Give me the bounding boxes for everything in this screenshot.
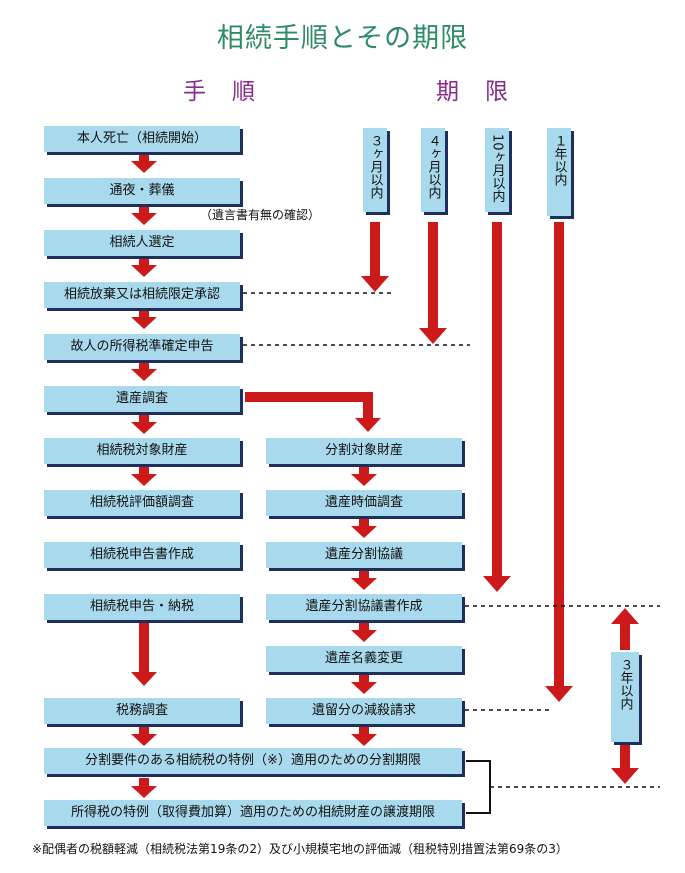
deadline-10-months: 10ヶ月以内 bbox=[485, 128, 509, 212]
arrow-down bbox=[131, 466, 157, 486]
step-transfer-deadline: 所得税の特例（取得費加算）適用のための相続財産の譲渡期限 bbox=[44, 800, 462, 826]
page-title: 相続手順とその期限 bbox=[216, 23, 469, 54]
step-tax-valuation: 相続税評価額調査 bbox=[44, 490, 240, 516]
arrow-down bbox=[139, 620, 149, 672]
step-division-agreement: 遺産分割協議書作成 bbox=[266, 594, 462, 620]
arrow-down bbox=[351, 726, 377, 746]
arrow-down bbox=[131, 726, 157, 746]
step-division-deadline: 分割要件のある相続税の特例（※）適用のための分割期限 bbox=[44, 748, 462, 774]
will-check-note: （遺言書有無の確認） bbox=[200, 208, 321, 222]
deadline-arrow-3y-down bbox=[620, 745, 630, 770]
step-tax-audit: 税務調査 bbox=[44, 698, 240, 724]
footnote: ※配偶者の税額軽減（相続税法第19条の2）及び小規模宅地の評価減（租税特別措置法… bbox=[32, 842, 568, 856]
deadline-arrow-3y-up bbox=[611, 608, 639, 624]
arrow-down bbox=[351, 622, 377, 642]
step-reserved-portion-claim: 遺留分の減殺請求 bbox=[266, 698, 462, 724]
step-taxable-property: 相続税対象財産 bbox=[44, 438, 240, 464]
arrow-down bbox=[131, 414, 157, 434]
deadline-arrow-1y bbox=[554, 222, 564, 690]
arrow-down bbox=[351, 466, 377, 486]
step-tax-declaration-payment: 相続税申告・納税 bbox=[44, 594, 240, 620]
arrow-down bbox=[131, 205, 157, 225]
arrow-down bbox=[351, 674, 377, 694]
step-tax-declaration-prep: 相続税申告書作成 bbox=[44, 542, 240, 568]
step-title-change: 遺産名義変更 bbox=[266, 646, 462, 672]
step-market-value-survey: 遺産時価調査 bbox=[266, 490, 462, 516]
arrow-down bbox=[131, 257, 157, 277]
arrow-down bbox=[131, 778, 157, 798]
deadline-arrow-10m bbox=[492, 222, 502, 582]
step-renunciation: 相続放棄又は相続限定承認 bbox=[44, 282, 240, 308]
deadline-3-years: ３年以内 bbox=[611, 652, 639, 742]
deadline-4-months: ４ヶ月以内 bbox=[421, 128, 445, 212]
arrow-down bbox=[131, 309, 157, 329]
arrow-down bbox=[351, 518, 377, 538]
deadline-1-year: １年以内 bbox=[547, 128, 571, 216]
arrow-down bbox=[131, 361, 157, 381]
deadline-3-months: ３ヶ月以内 bbox=[363, 128, 387, 212]
heading-procedure: 手順 bbox=[183, 79, 281, 105]
step-division-property: 分割対象財産 bbox=[266, 438, 462, 464]
step-funeral: 通夜・葬儀 bbox=[44, 178, 240, 204]
arrow-right-branch bbox=[245, 392, 373, 402]
arrow-down bbox=[131, 672, 157, 686]
deadline-arrow-3m bbox=[370, 222, 380, 284]
step-death: 本人死亡（相続開始） bbox=[44, 126, 240, 152]
step-division-negotiation: 遺産分割協議 bbox=[266, 542, 462, 568]
step-estate-survey: 遺産調査 bbox=[44, 386, 240, 412]
step-heir-selection: 相続人選定 bbox=[44, 230, 240, 256]
heading-deadline: 期限 bbox=[436, 79, 534, 105]
arrow-down bbox=[351, 570, 377, 590]
deadline-arrow-4m bbox=[428, 222, 438, 336]
arrow-down bbox=[131, 153, 157, 173]
step-income-tax-return: 故人の所得税準確定申告 bbox=[44, 334, 240, 360]
